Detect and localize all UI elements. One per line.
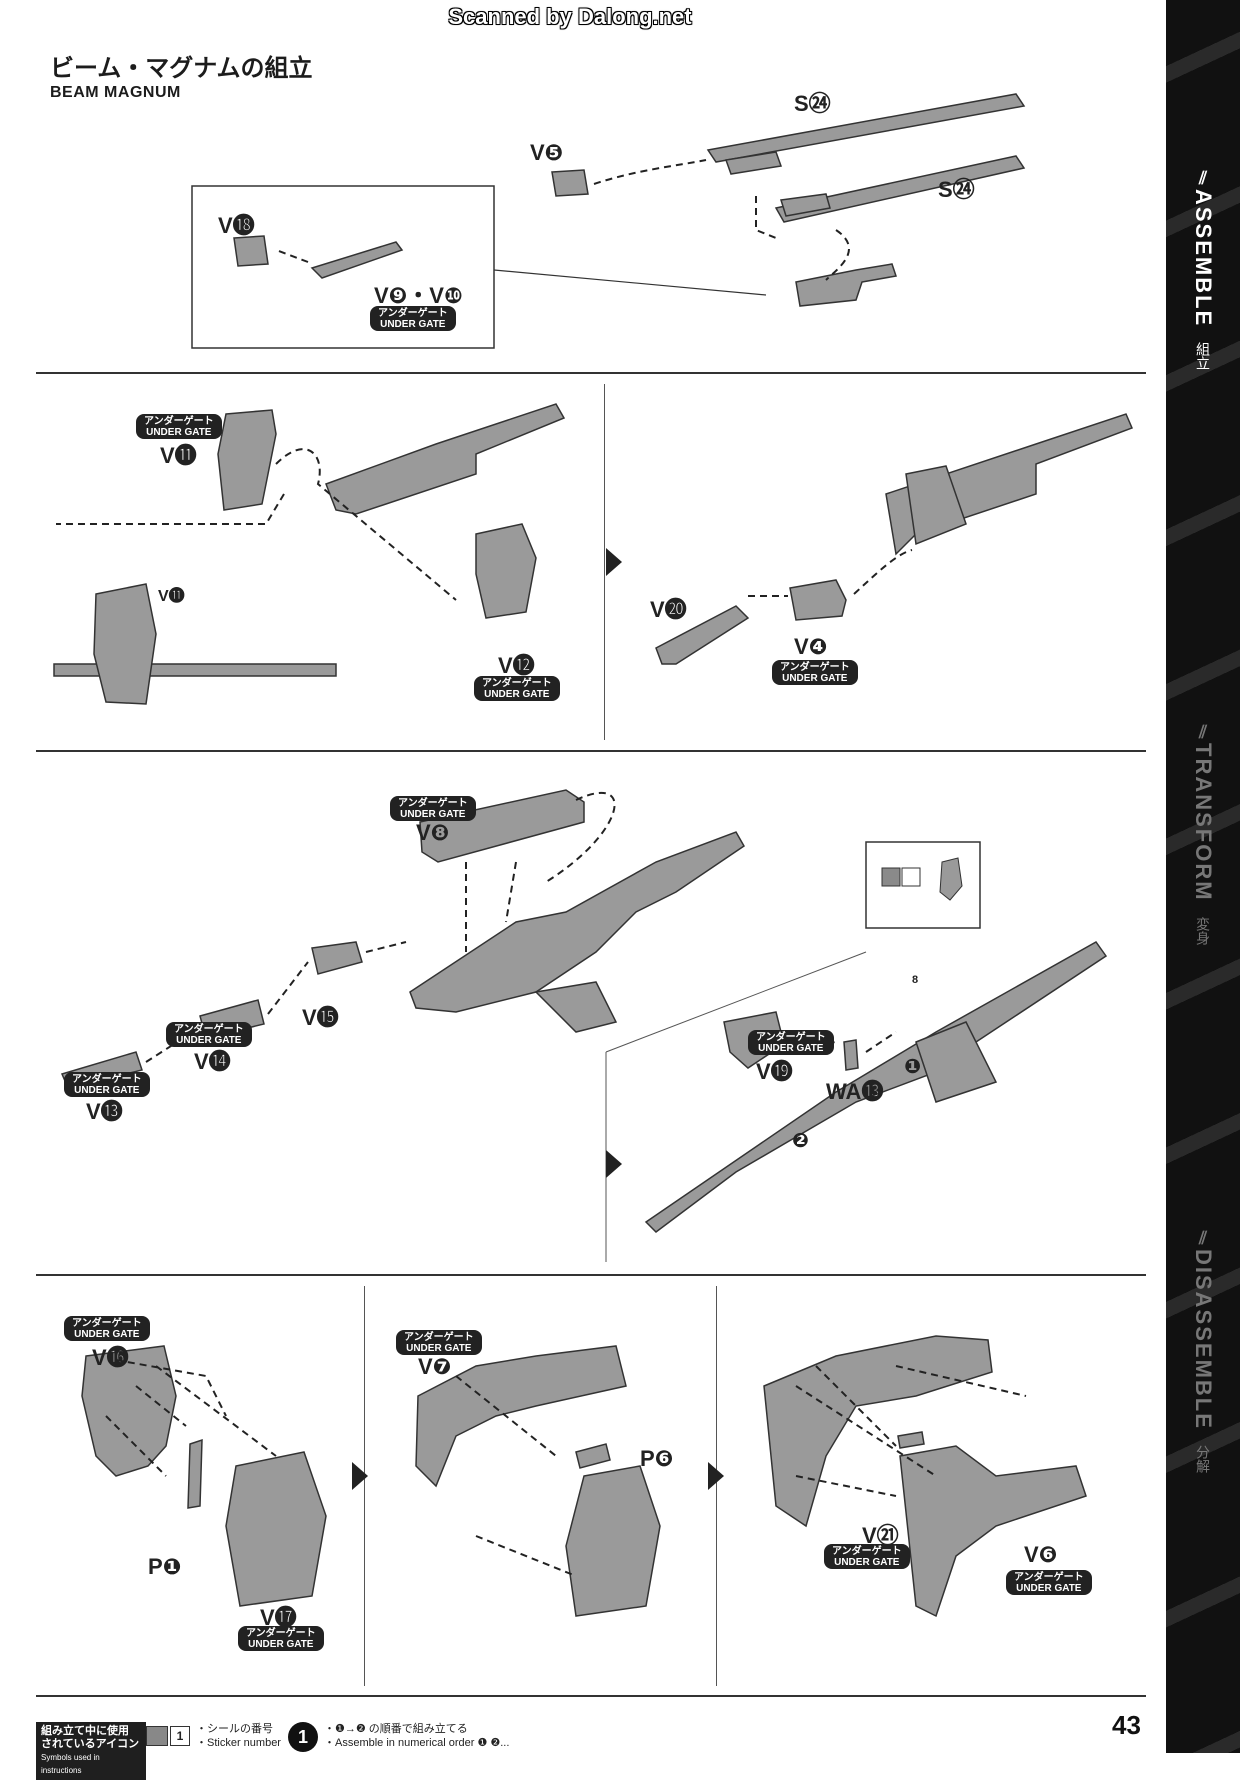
label-v14: V⓮ — [194, 1049, 231, 1074]
sidebar-section-assemble: ⫽ ASSEMBLE 組立 — [1166, 168, 1240, 375]
step-3 — [36, 752, 1146, 1272]
hatch-icon: ⫽ — [1198, 1228, 1208, 1248]
page-number: 43 — [1112, 1710, 1141, 1740]
label-v18: V⓲ — [218, 213, 255, 238]
label-v8: V❽ — [416, 820, 450, 845]
step-3-drawing — [60, 789, 1108, 1262]
step-arrow — [708, 1462, 724, 1490]
step-2-drawing — [53, 403, 1133, 705]
label-s24-bottom: S㉔ — [938, 177, 975, 202]
label-v5: V❺ — [530, 140, 564, 165]
step-arrow — [606, 548, 622, 576]
label-v6: V❻ — [1024, 1542, 1058, 1567]
page-title-en: BEAM MAGNUM — [50, 84, 181, 101]
step-4-drawing — [81, 1335, 1087, 1618]
scan-watermark: Scanned by Dalong.net — [448, 4, 692, 29]
label-v9-v10: V❾・V❿ — [374, 283, 463, 308]
sticker-number-box: 1 — [170, 1726, 190, 1746]
label-v7: V❼ — [418, 1354, 452, 1379]
label-p6: P❻ — [640, 1446, 674, 1471]
label-v15: V⓯ — [302, 1005, 339, 1030]
label-v21: V㉑ — [862, 1523, 899, 1548]
footer-symbols-box: 組み立て中に使用 されているアイコン Symbols used in instr… — [36, 1722, 146, 1780]
section-divider — [36, 1274, 1146, 1276]
label-v11: V⓫ — [160, 443, 197, 468]
hatch-icon: ⫽ — [1198, 722, 1208, 742]
label-v17: V⓱ — [260, 1605, 297, 1630]
label-wa13: WA⓭ — [826, 1079, 884, 1104]
step-arrow — [606, 1150, 622, 1178]
footer-sticker-text: ・シールの番号 ・Sticker number — [196, 1723, 281, 1749]
footer-order-text: ・❶→❷ の順番で組み立てる ・Assemble in numerical or… — [324, 1723, 510, 1749]
label-s24-top: S㉔ — [794, 91, 831, 116]
order-number-icon: 1 — [288, 1722, 318, 1752]
sticker-number: 8 — [911, 974, 919, 986]
section-divider — [36, 372, 1146, 374]
label-p1: P❶ — [148, 1554, 182, 1579]
step-2 — [36, 374, 1146, 750]
section-divider — [36, 750, 1146, 752]
label-v12: V⓬ — [498, 653, 535, 678]
label-v13: V⓭ — [86, 1099, 123, 1124]
step-4 — [36, 1276, 1146, 1696]
page-title-jp: ビーム・マグナムの組立 — [50, 55, 313, 82]
order-2-marker: ❷ — [792, 1130, 809, 1152]
section-divider — [36, 1695, 1146, 1697]
step-1-drawing — [191, 93, 1026, 349]
label-v11-small: V⓫ — [158, 588, 185, 605]
hatch-icon: ⫽ — [1198, 168, 1208, 188]
step-arrow — [352, 1462, 368, 1490]
step-2-split — [604, 384, 605, 740]
label-v20: V⓴ — [650, 597, 687, 622]
label-v19: V⓳ — [756, 1059, 793, 1084]
sidebar-band — [1166, 0, 1240, 1753]
sidebar-section-transform: ⫽ TRANSFORM 変身 — [1166, 722, 1240, 950]
step-1 — [36, 93, 1146, 370]
label-v4: V❹ — [794, 634, 828, 659]
label-v16: V⓰ — [92, 1345, 129, 1370]
sticker-icon — [146, 1726, 168, 1746]
order-1-marker: ❶ — [904, 1056, 921, 1078]
sidebar-section-disassemble: ⫽ DISASSEMBLE 分解 — [1166, 1228, 1240, 1478]
